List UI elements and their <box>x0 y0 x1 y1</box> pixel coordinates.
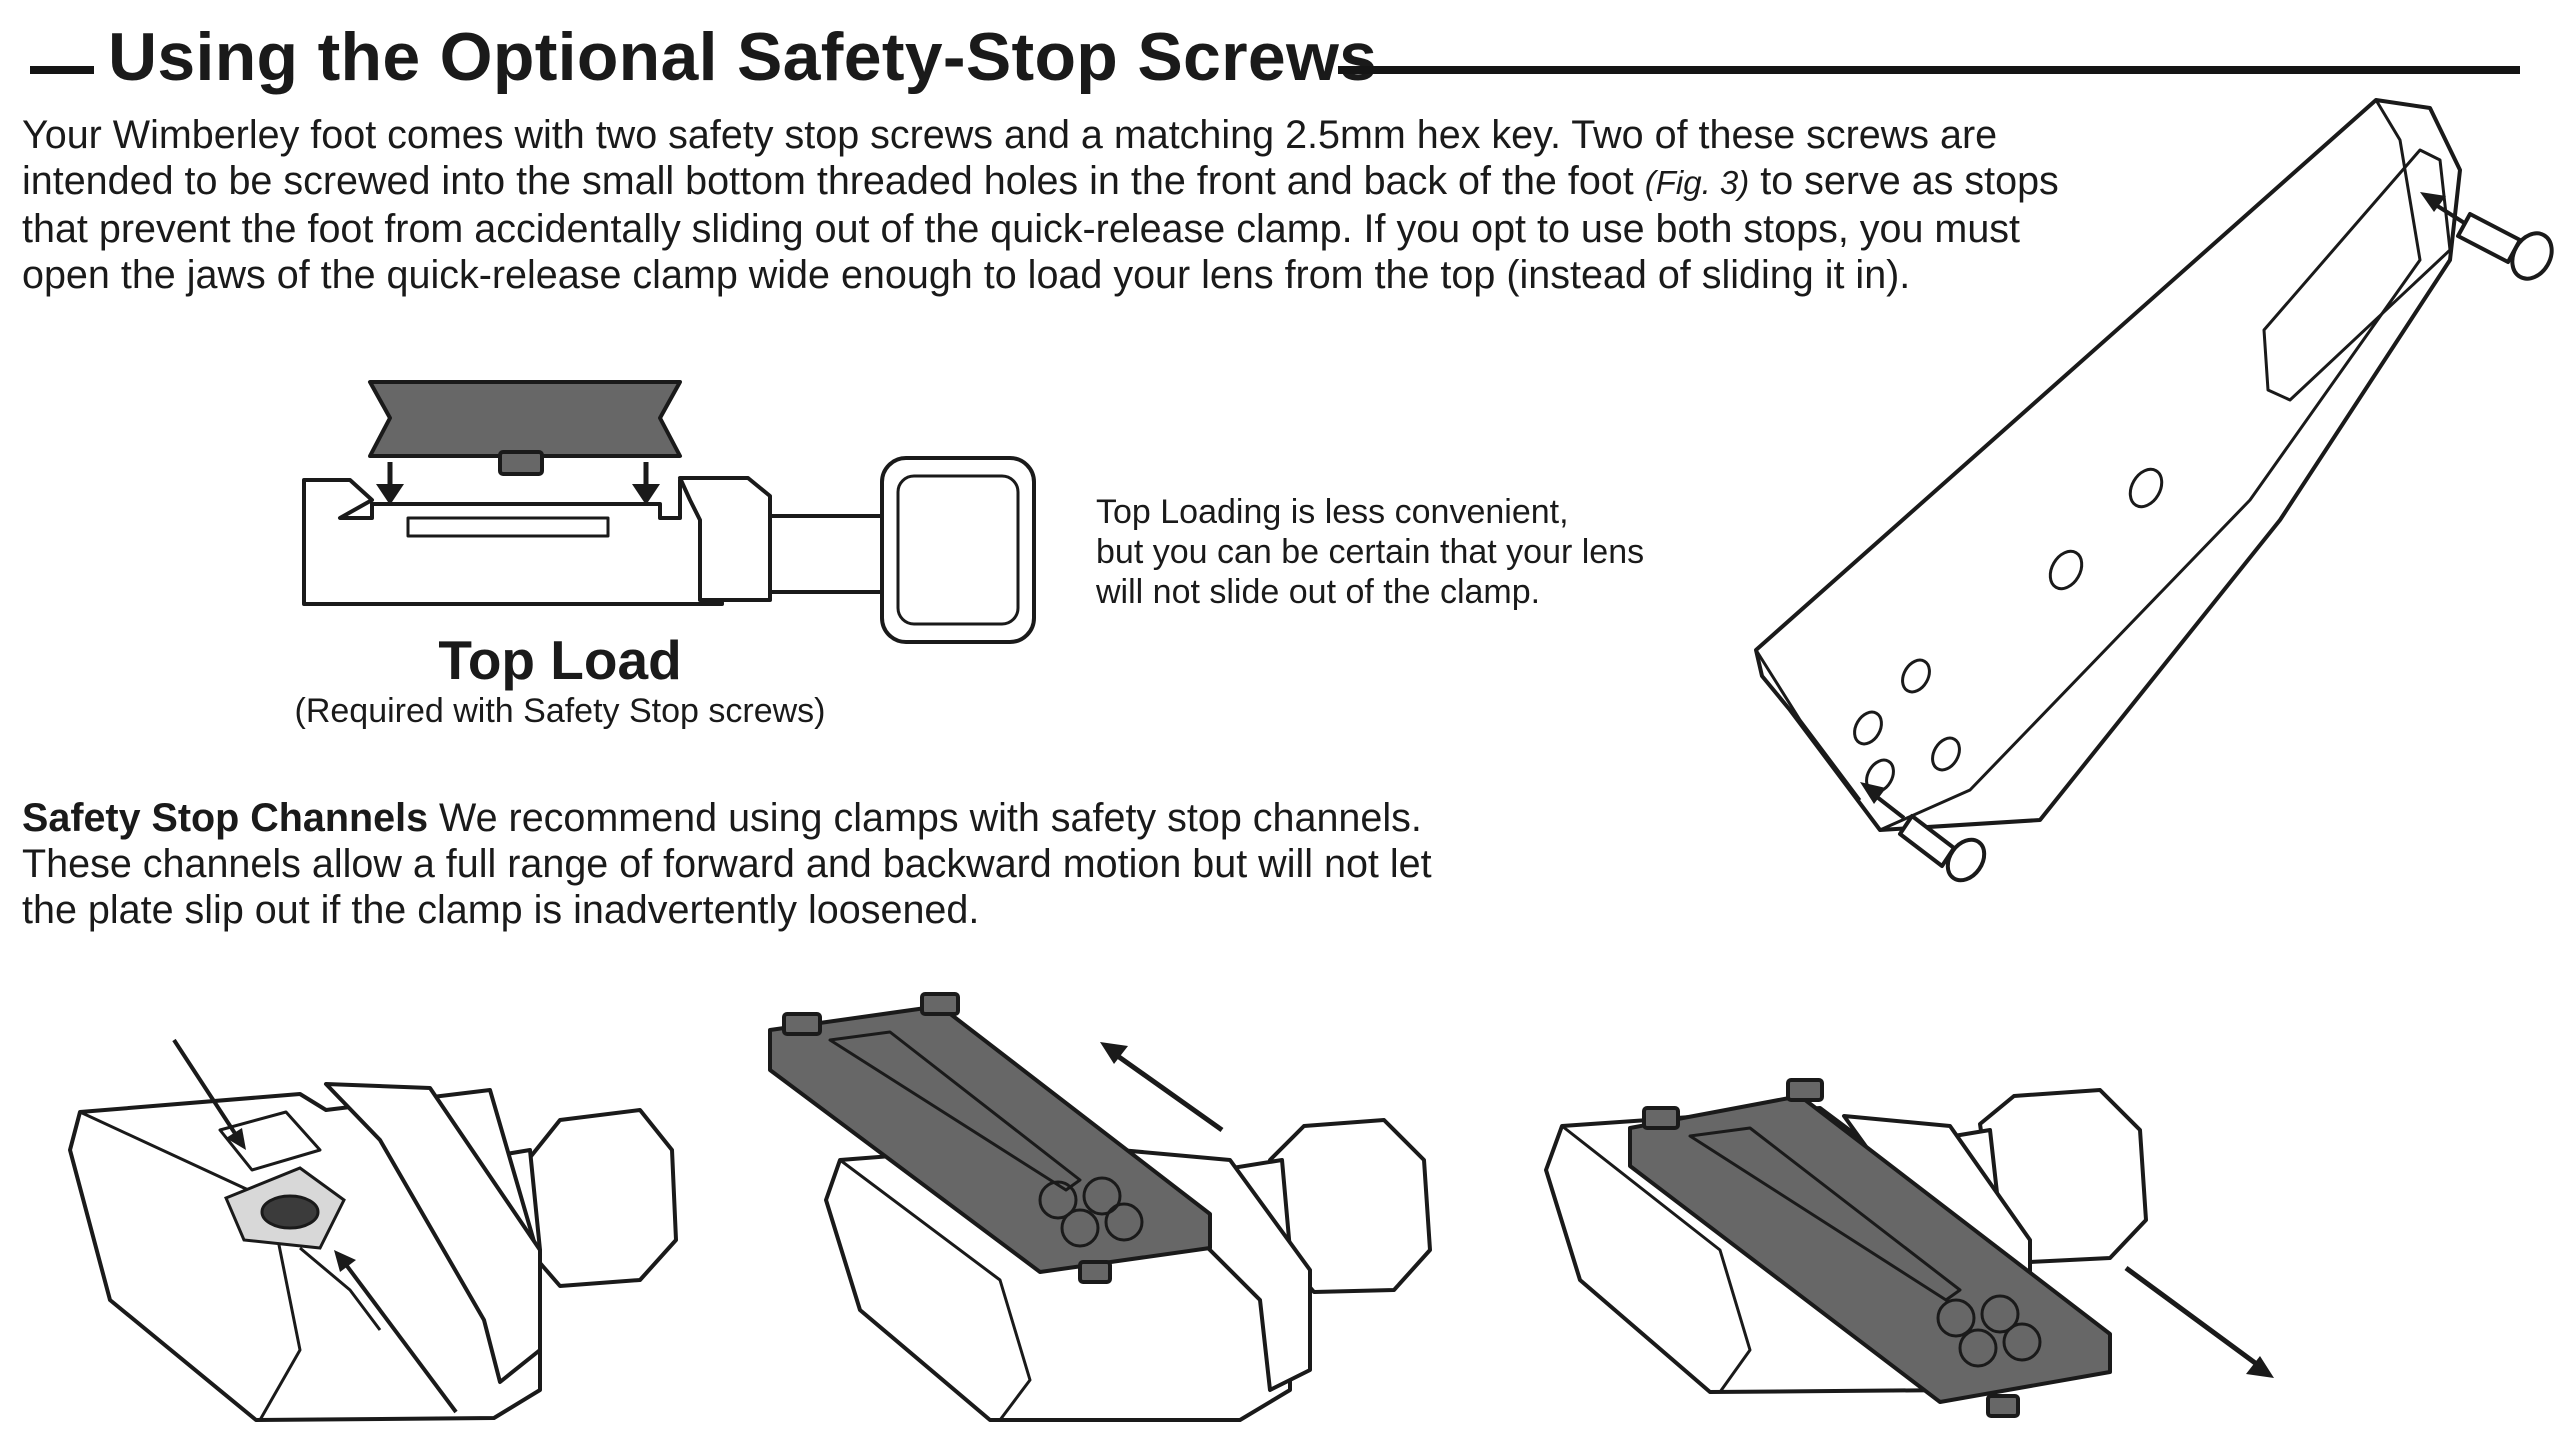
clamp3-plate-tab-right <box>1786 1078 1824 1102</box>
lens-foot-top-edge <box>1879 99 2422 832</box>
arrow-to-channel-top <box>172 1038 246 1150</box>
clamp3-plate-tab-left <box>1642 1106 1680 1130</box>
lens-foot-side-edge <box>1754 649 1862 801</box>
clamp1-lower-channel <box>299 1246 382 1331</box>
safety-screw-bottom <box>1898 814 1987 883</box>
clamp-shaft <box>768 514 892 594</box>
lens-plate-profile <box>368 380 682 458</box>
clamp1-jaw <box>324 1082 542 1384</box>
safety-channels-line-3: the plate slip out if the clamp is inadv… <box>22 888 980 932</box>
arrow-slide-back <box>1100 1042 1224 1133</box>
clamp3-rail <box>1561 1124 1752 1393</box>
clamp3-plate-slot <box>1688 1126 1962 1302</box>
clamp-knob-inner <box>896 474 1020 626</box>
clamp1-channel-top <box>218 1110 322 1172</box>
clamp1-rail <box>79 1110 302 1421</box>
clamp-knob <box>880 456 1036 644</box>
safety-channels-line-1: Safety Stop Channels We recommend using … <box>22 795 1432 841</box>
intro-line-2-a: intended to be screwed into the small bo… <box>22 159 1645 203</box>
arrow-to-top-hole <box>2420 192 2468 226</box>
clamp2-plate-tab-left <box>782 1012 822 1036</box>
top-load-caption: Top Load <box>438 629 682 691</box>
safety-channels-heading: Safety Stop Channels <box>22 796 429 840</box>
clamp3-plate-stud <box>1986 1394 2020 1418</box>
clamp-jaw <box>678 476 772 602</box>
lens-foot-body <box>1754 98 2462 832</box>
arrow-to-bottom-hole <box>1860 782 1906 820</box>
page-title: Using the Optional Safety-Stop Screws <box>108 19 1378 95</box>
top-load-subcaption: (Required with Safety Stop screws) <box>294 692 826 730</box>
top-load-note-line-2: but you can be certain that your lens <box>1096 533 1645 571</box>
lens-foot-recess <box>2262 148 2452 402</box>
clamp1-stop-screw <box>260 1194 320 1230</box>
safety-channels-line-1-rest: We recommend using clamps with safety st… <box>428 796 1422 840</box>
top-load-note-line-1: Top Loading is less convenient, <box>1096 493 1569 531</box>
clamp-slot <box>406 516 610 538</box>
top-load-note: Top Loading is less convenient, but you … <box>1096 492 1644 612</box>
clamp2-plate-stud <box>1078 1260 1112 1284</box>
clamp2-plate-slot <box>828 1030 1082 1192</box>
title-rule-right <box>1338 66 2520 74</box>
clamp2-plate-tab-right <box>920 992 960 1016</box>
arrow-slide-forward <box>2124 1265 2274 1378</box>
down-arrow-right <box>632 462 660 505</box>
safety-channels-line-2: These channels allow a full range of for… <box>22 842 1432 886</box>
clamp2-rail <box>839 1158 1032 1421</box>
top-load-clamp-diagram <box>302 380 1036 644</box>
arrow-to-channel-bottom <box>334 1250 458 1414</box>
title-rule-left <box>30 66 94 74</box>
intro-line-4: open the jaws of the quick-release clamp… <box>22 253 1911 297</box>
intro-line-2: intended to be screwed into the small bo… <box>22 158 2059 206</box>
top-load-note-line-3: will not slide out of the clamp. <box>1096 573 1541 611</box>
down-arrow-left <box>376 462 404 505</box>
intro-paragraph: Your Wimberley foot comes with two safet… <box>22 112 2059 298</box>
safety-channels-paragraph: Safety Stop Channels We recommend using … <box>22 795 1432 933</box>
plate-center-stud <box>498 450 544 476</box>
intro-line-3: that prevent the foot from accidentally … <box>22 207 2021 251</box>
safety-screw-top <box>2456 212 2554 281</box>
clamp3-plate-holes <box>1936 1294 2042 1368</box>
intro-line-2-b: to serve as stops <box>1749 159 2059 203</box>
figure-reference: (Fig. 3) <box>1644 164 1750 201</box>
intro-line-1: Your Wimberley foot comes with two safet… <box>22 113 1998 157</box>
clamp2-plate-holes <box>1038 1176 1144 1248</box>
